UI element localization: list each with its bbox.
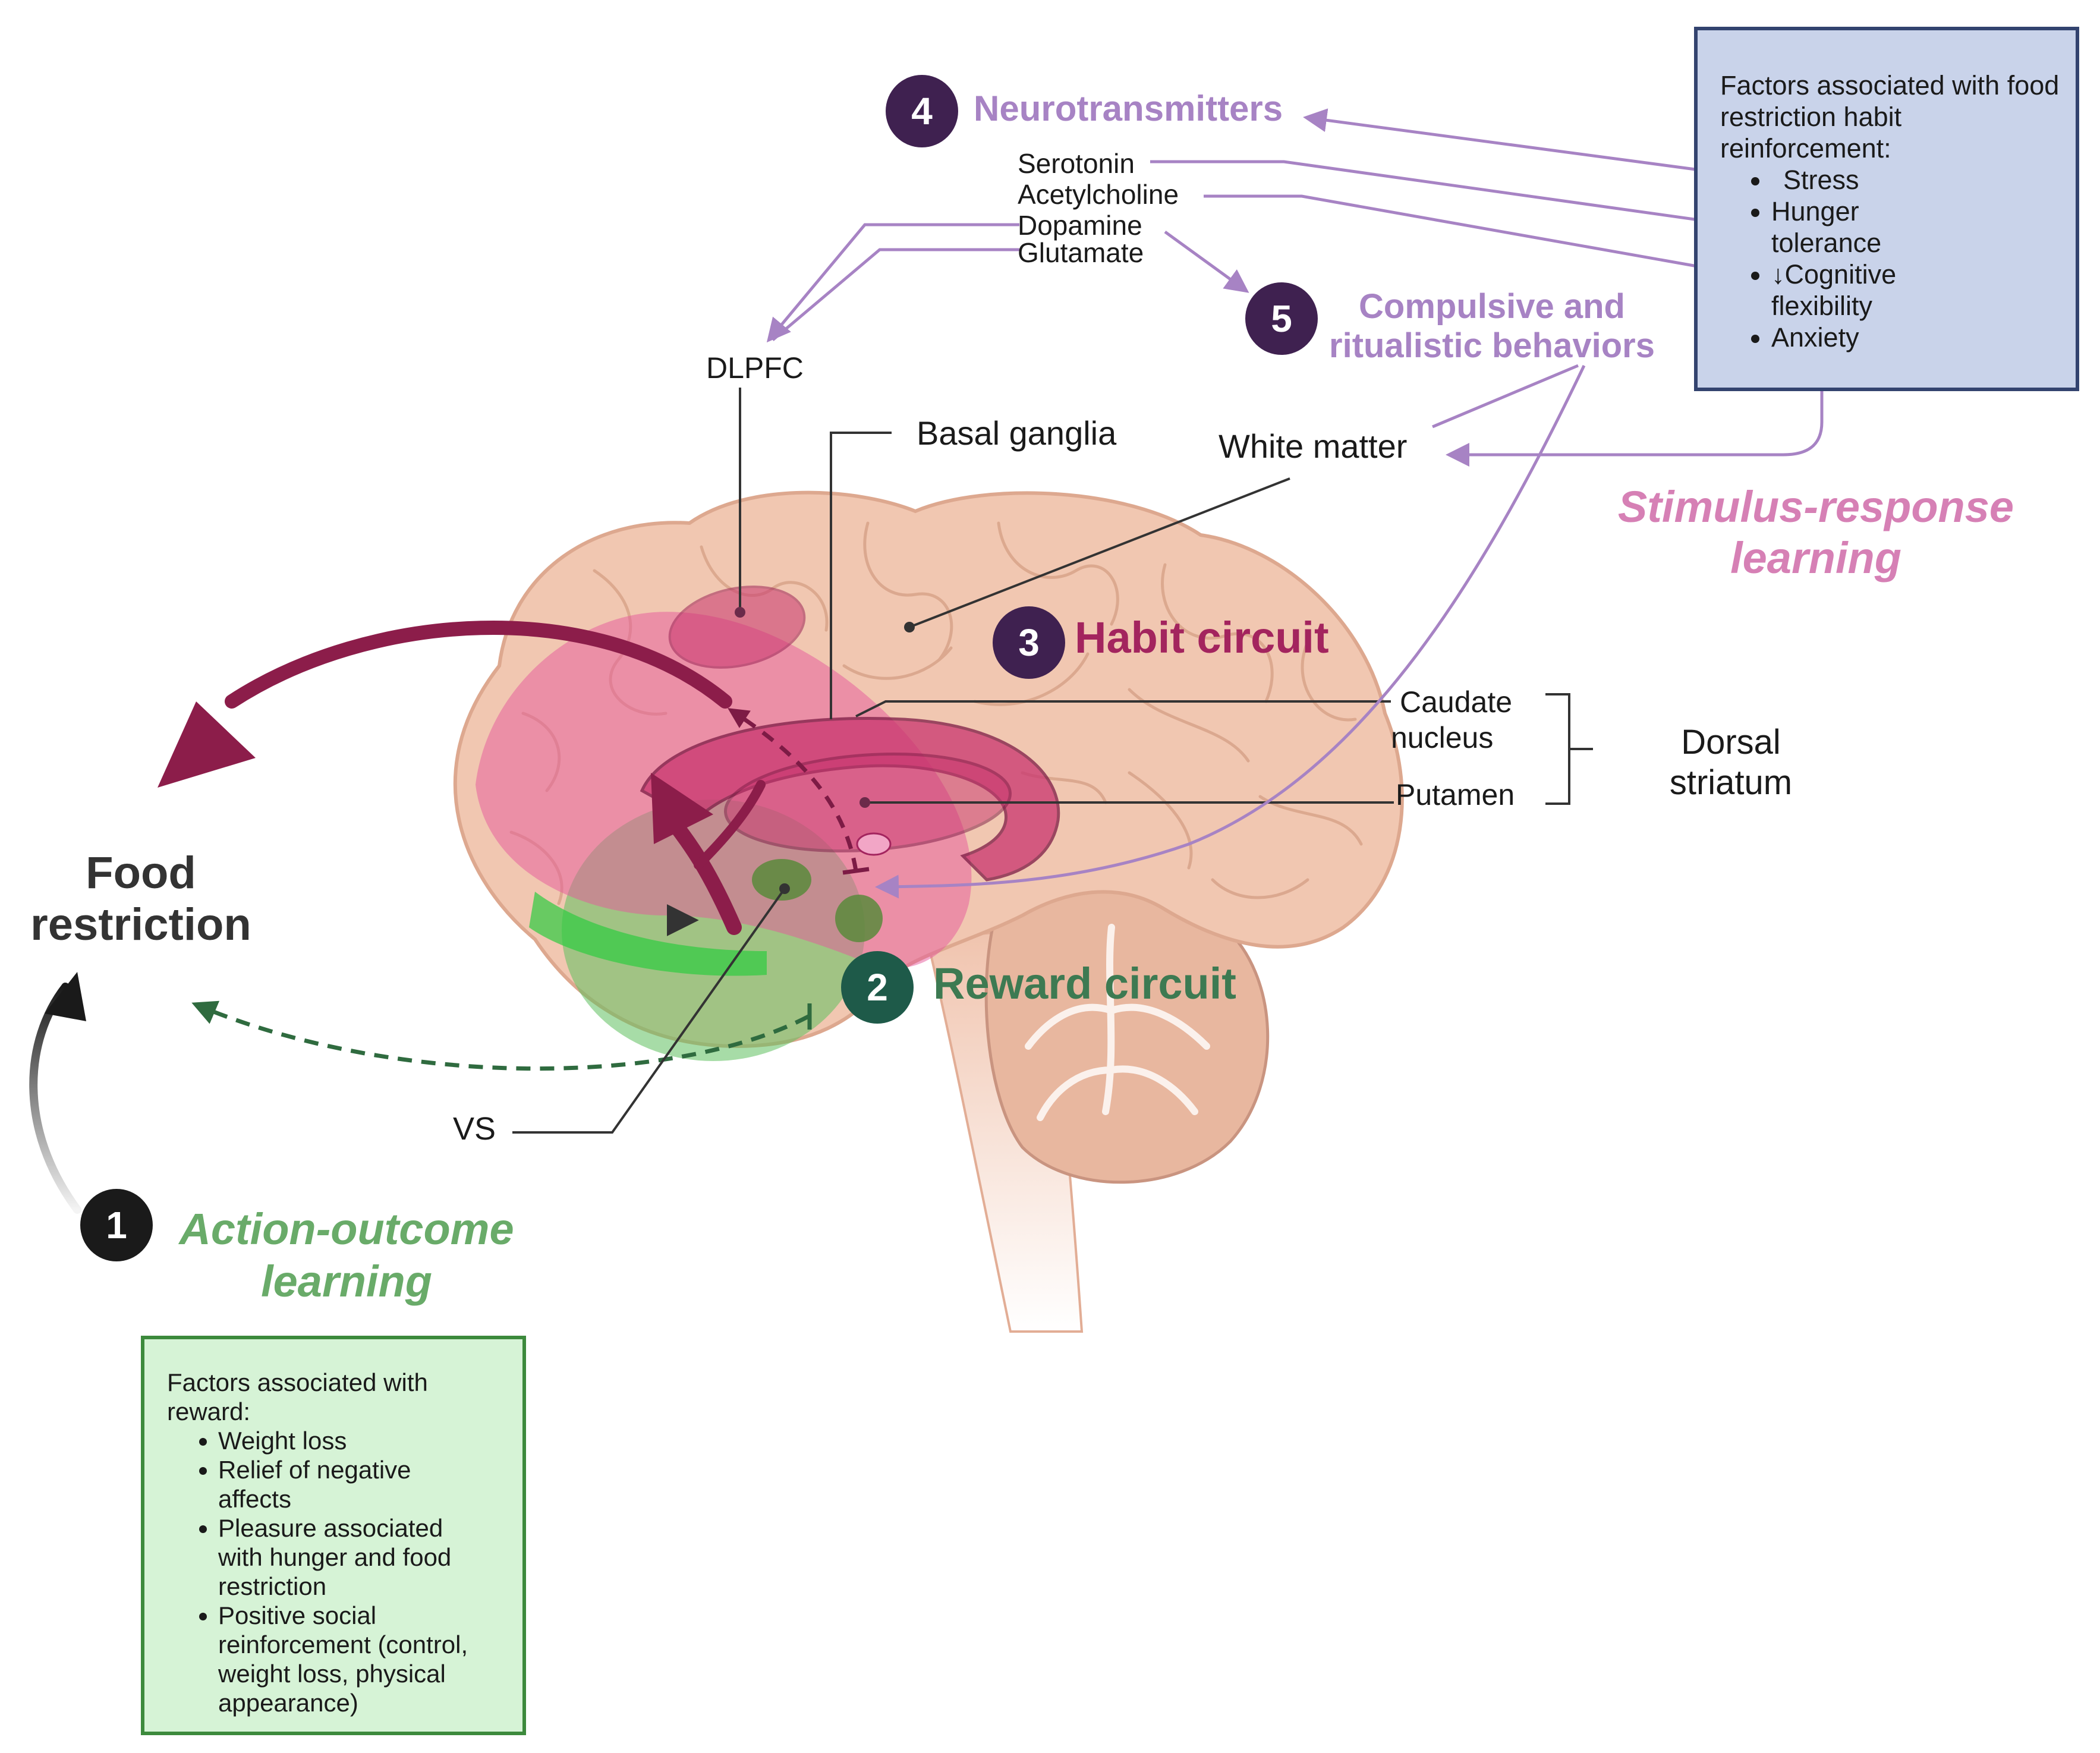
habit-factor-item: ↓Cognitive flexibility — [1771, 259, 1926, 322]
badge-5: 5 — [1245, 282, 1318, 355]
badge-2: 2 — [841, 951, 914, 1024]
striatum-up-arrowhead — [651, 773, 713, 844]
glutamate-label: Glutamate — [1018, 237, 1144, 268]
habit-factor-item: Stress — [1771, 164, 2064, 196]
habit-factor-item: Anxiety — [1771, 322, 2064, 353]
habit-factors-title: Factors associated with food restriction… — [1720, 70, 2060, 163]
compulsive-to-striatum-line — [875, 364, 1586, 899]
habit-factor-item: Hunger tolerance — [1771, 196, 1908, 259]
caudate-label-line2: nucleus — [1391, 721, 1494, 754]
reward-factor-item: Weight loss — [218, 1426, 511, 1455]
acetylcholine-label: Acetylcholine — [1018, 179, 1179, 210]
basal-ganglia-label: Basal ganglia — [917, 414, 1117, 452]
dopamine-to-dlpfc-line — [766, 223, 1019, 343]
reward-green-band — [529, 892, 767, 976]
vs-leader — [512, 887, 786, 1134]
acetylcholine-to-box-line — [1204, 194, 1726, 279]
box-to-neuro-line — [1303, 108, 1718, 174]
vs-dot — [779, 883, 790, 894]
white-matter-label: White matter — [1219, 427, 1408, 465]
nucleus-accumbens — [752, 859, 811, 901]
putamen-dot — [859, 797, 870, 808]
glutamate-to-dlpfc-line — [772, 248, 1019, 341]
reward-factors-list: Weight loss Relief of negative affects P… — [167, 1426, 511, 1717]
badge-1: 1 — [80, 1189, 153, 1261]
pink-node — [856, 832, 892, 856]
glutamate-to-compulsive-line — [1164, 230, 1249, 293]
habit-to-food-arrow — [225, 621, 732, 709]
reward-circuit-label: Reward circuit — [933, 959, 1236, 1008]
action-up-arrowhead — [45, 972, 86, 1021]
habit-circuit-label: Habit circuit — [1075, 613, 1329, 662]
compulsive-to-white-matter-line — [1432, 364, 1579, 429]
reward-to-food-dashed-arrow — [191, 1000, 810, 1071]
action-up-arrow — [29, 983, 81, 1214]
reward-factors-title: Factors associated with reward: — [167, 1368, 428, 1425]
putamen-label: Putamen — [1396, 778, 1515, 811]
dlpfc-dot — [735, 607, 745, 618]
habit-factors-box: Factors associated with food restriction… — [1694, 27, 2079, 391]
box-to-white-matter-line — [1446, 357, 1824, 467]
dlpfc-ellipse — [668, 586, 806, 669]
ventral-nucleus — [835, 895, 883, 942]
serotonin-to-box-line — [1150, 160, 1737, 234]
caudate-label-line1: Caudate — [1400, 685, 1513, 719]
dashed-crimson-tbar — [842, 867, 870, 875]
dopamine-label: Dopamine — [1018, 210, 1142, 241]
reward-factor-item: Positive social reinforcement (control, … — [218, 1601, 503, 1717]
reward-factor-item: Relief of negative affects — [218, 1455, 468, 1513]
caudate-leader — [855, 700, 1391, 717]
striatum-curl — [694, 780, 766, 870]
reward-factors-box: Factors associated with reward: Weight l… — [141, 1336, 526, 1735]
serotonin-label: Serotonin — [1018, 148, 1135, 179]
cerebellum-folds — [1025, 924, 1210, 1121]
reward-factor-item: Pleasure associated with hunger and food… — [218, 1513, 480, 1601]
white-matter-leader — [909, 477, 1290, 628]
white-matter-dot — [904, 622, 915, 632]
striatum-up-arrow — [664, 813, 742, 935]
vs-label: VS — [453, 1111, 496, 1147]
dashed-crimson-arrow — [728, 708, 858, 871]
dlpfc-label: DLPFC — [706, 351, 804, 385]
habit-to-food-arrowhead — [158, 701, 256, 788]
neurotransmitters-label: Neurotransmitters — [974, 89, 1283, 128]
badge-3: 3 — [993, 606, 1065, 679]
badge-4: 4 — [886, 75, 958, 147]
dorsal-bracket — [1545, 693, 1593, 805]
habit-factors-list: Stress Hunger tolerance ↓Cognitive flexi… — [1720, 164, 2064, 353]
basal-ganglia-leader — [830, 432, 892, 719]
